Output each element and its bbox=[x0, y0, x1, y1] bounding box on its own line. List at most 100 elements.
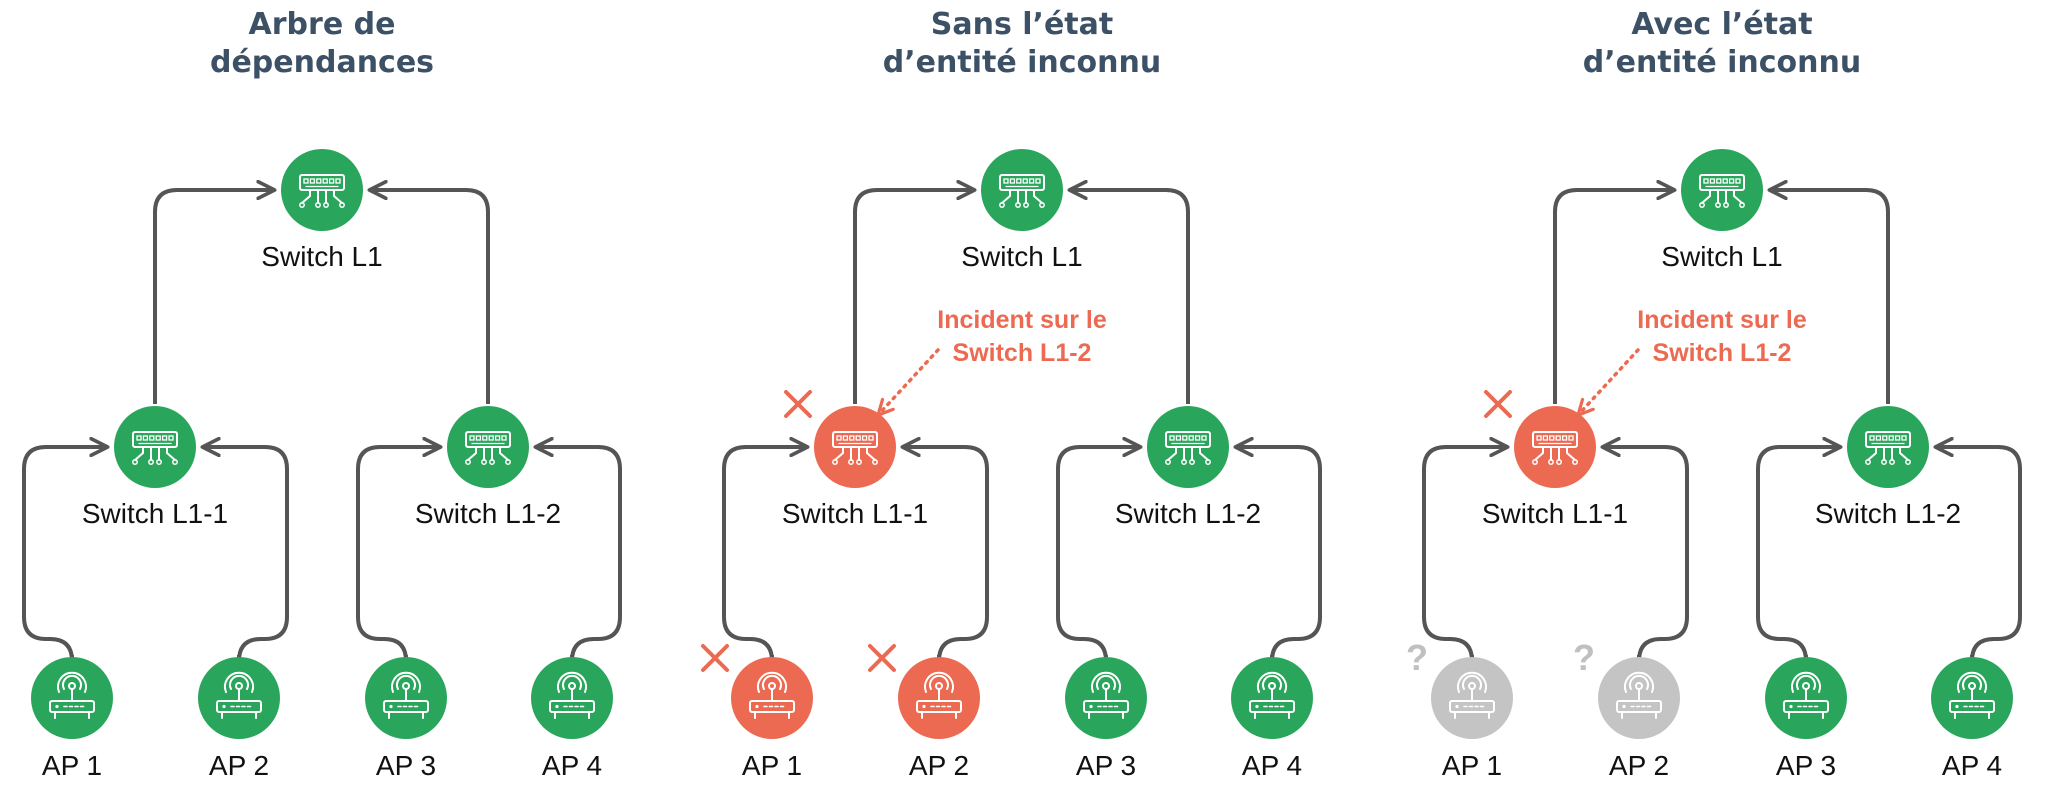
cross-icon bbox=[701, 644, 729, 672]
edge-ap3-sw2 bbox=[1056, 447, 1139, 663]
edge-ap2-sw1 bbox=[1604, 447, 1689, 663]
node-ap3[interactable]: AP 3 bbox=[1065, 657, 1147, 781]
cross-icon bbox=[1484, 390, 1512, 418]
access-point-icon bbox=[1449, 671, 1495, 719]
node-label: Switch L1-2 bbox=[1115, 498, 1261, 529]
node-ap3[interactable]: AP 3 bbox=[365, 657, 447, 781]
switch-icon bbox=[832, 431, 878, 465]
access-point-icon bbox=[1949, 671, 1995, 719]
edge-sw2-root bbox=[1071, 190, 1190, 404]
switch-icon bbox=[465, 431, 511, 465]
node-root[interactable]: Switch L1 bbox=[961, 149, 1083, 272]
access-point-icon bbox=[549, 671, 595, 719]
node-ap3[interactable]: AP 3 bbox=[1765, 657, 1847, 781]
switch-icon bbox=[1532, 431, 1578, 465]
edge-ap1-sw1 bbox=[722, 447, 806, 663]
node-sw2[interactable]: Switch L1-2 bbox=[415, 406, 561, 529]
node-label: AP 1 bbox=[1442, 750, 1502, 781]
access-point-icon bbox=[1249, 671, 1295, 719]
node-ap4[interactable]: AP 4 bbox=[531, 657, 613, 781]
access-point-icon bbox=[1616, 671, 1662, 719]
node-label: Switch L1-2 bbox=[1815, 498, 1961, 529]
node-root[interactable]: Switch L1 bbox=[1661, 149, 1783, 272]
edge-ap4-sw2 bbox=[1237, 447, 1322, 663]
edge-sw2-root bbox=[1771, 190, 1890, 404]
node-ap1[interactable]: AP 1 bbox=[701, 644, 813, 781]
node-label: AP 4 bbox=[1942, 750, 2002, 781]
switch-icon bbox=[1865, 431, 1911, 465]
node-label: Switch L1 bbox=[961, 241, 1082, 272]
edge-ap4-sw2 bbox=[537, 447, 622, 663]
edge-ap2-sw1 bbox=[904, 447, 989, 663]
panel-title-line-2: dépendances bbox=[210, 45, 434, 80]
node-sw1[interactable]: Switch L1-1 bbox=[1482, 390, 1628, 529]
node-label: AP 1 bbox=[742, 750, 802, 781]
node-label: Switch L1 bbox=[1661, 241, 1782, 272]
access-point-icon bbox=[49, 671, 95, 719]
node-sw1[interactable]: Switch L1-1 bbox=[782, 390, 928, 529]
cross-icon bbox=[868, 644, 896, 672]
incident-line-1: Incident sur le bbox=[1637, 306, 1807, 334]
switch-icon bbox=[299, 174, 345, 208]
edges bbox=[1422, 190, 2022, 663]
access-point-icon bbox=[383, 671, 429, 719]
edge-ap3-sw2 bbox=[1756, 447, 1839, 663]
edges bbox=[22, 190, 622, 663]
node-ap2[interactable]: AP 2 bbox=[198, 657, 280, 781]
node-label: Switch L1-2 bbox=[415, 498, 561, 529]
node-ap4[interactable]: AP 4 bbox=[1231, 657, 1313, 781]
node-label: AP 4 bbox=[1242, 750, 1302, 781]
node-ap1[interactable]: AP 1? bbox=[1406, 637, 1513, 781]
access-point-icon bbox=[216, 671, 262, 719]
incident-line-2: Switch L1-2 bbox=[1653, 339, 1792, 367]
edge-ap1-sw1 bbox=[22, 447, 106, 663]
cross-icon bbox=[784, 390, 812, 418]
question-mark-icon: ? bbox=[1573, 637, 1595, 678]
switch-icon bbox=[999, 174, 1045, 208]
node-ap2[interactable]: AP 2? bbox=[1573, 637, 1680, 781]
edge-ap1-sw1 bbox=[1422, 447, 1506, 663]
access-point-icon bbox=[1083, 671, 1129, 719]
panel-title-line-1: Avec l’état bbox=[1631, 7, 1812, 42]
node-ap2[interactable]: AP 2 bbox=[868, 644, 980, 781]
panel-title-line-2: d’entité inconnu bbox=[1583, 45, 1861, 80]
switch-icon bbox=[1165, 431, 1211, 465]
node-label: Switch L1 bbox=[261, 241, 382, 272]
node-label: Switch L1-1 bbox=[782, 498, 928, 529]
node-ap4[interactable]: AP 4 bbox=[1931, 657, 2013, 781]
edge-ap4-sw2 bbox=[1937, 447, 2022, 663]
node-label: AP 2 bbox=[209, 750, 269, 781]
node-label: Switch L1-1 bbox=[1482, 498, 1628, 529]
edge-sw1-root bbox=[153, 190, 273, 404]
question-mark-icon: ? bbox=[1406, 637, 1428, 678]
node-sw2[interactable]: Switch L1-2 bbox=[1115, 406, 1261, 529]
node-ap1[interactable]: AP 1 bbox=[31, 657, 113, 781]
node-root[interactable]: Switch L1 bbox=[261, 149, 383, 272]
node-sw2[interactable]: Switch L1-2 bbox=[1815, 406, 1961, 529]
access-point-icon bbox=[749, 671, 795, 719]
access-point-icon bbox=[916, 671, 962, 719]
switch-icon bbox=[132, 431, 178, 465]
node-label: AP 3 bbox=[1776, 750, 1836, 781]
node-label: AP 2 bbox=[1609, 750, 1669, 781]
node-label: AP 3 bbox=[376, 750, 436, 781]
edge-ap3-sw2 bbox=[356, 447, 439, 663]
incident-pointer bbox=[1579, 348, 1640, 414]
switch-icon bbox=[1699, 174, 1745, 208]
node-label: AP 1 bbox=[42, 750, 102, 781]
access-point-icon bbox=[1783, 671, 1829, 719]
node-label: AP 3 bbox=[1076, 750, 1136, 781]
edges bbox=[722, 190, 1322, 663]
node-sw1[interactable]: Switch L1-1 bbox=[82, 406, 228, 529]
panel-title-line-1: Arbre de bbox=[249, 7, 396, 42]
incident-pointer bbox=[879, 348, 940, 414]
incident-annotation: Incident sur le Switch L1-2 bbox=[1579, 306, 1807, 414]
edge-sw1-root bbox=[1553, 190, 1673, 404]
